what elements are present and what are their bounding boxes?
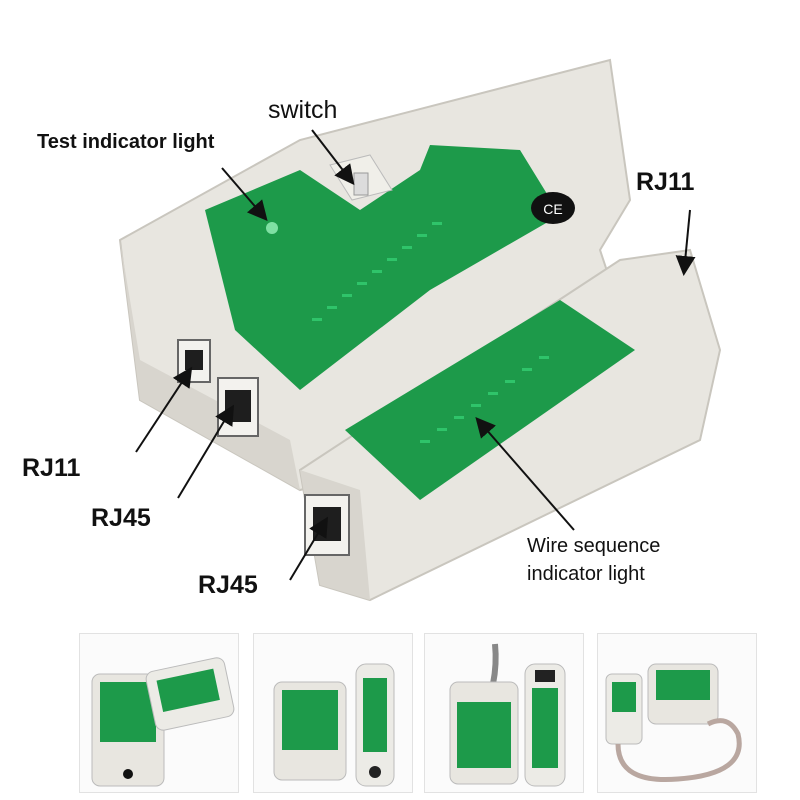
arrow-rj11-left bbox=[135, 366, 193, 453]
rj11-left-callout: RJ11 bbox=[22, 454, 81, 482]
rj45-lower-callout: RJ45 bbox=[198, 571, 258, 599]
test-indicator-light bbox=[266, 222, 278, 234]
remote-green-panel bbox=[345, 300, 635, 500]
arrow-test-light bbox=[221, 167, 268, 222]
callout-arrows bbox=[135, 129, 696, 581]
arrow-rj45-upper bbox=[177, 404, 235, 499]
test-indicator-callout: Test indicator light bbox=[37, 131, 215, 153]
ce-badge bbox=[531, 192, 575, 224]
arrow-rj11-right bbox=[675, 209, 696, 276]
master-green-panel bbox=[205, 145, 560, 390]
thumbnail-4[interactable] bbox=[597, 633, 757, 793]
thumbnail-1[interactable] bbox=[79, 633, 239, 793]
arrow-rj45-lower bbox=[289, 516, 329, 581]
remote-led-row bbox=[420, 356, 549, 443]
arrow-switch bbox=[311, 129, 355, 186]
arrow-wire-sequence bbox=[475, 416, 575, 531]
rj11-right-callout: RJ11 bbox=[636, 168, 695, 196]
switch-callout: switch bbox=[268, 96, 338, 124]
svg-text:CE: CE bbox=[543, 201, 562, 217]
thumbnail-2[interactable] bbox=[253, 633, 413, 793]
rj45-upper-callout: RJ45 bbox=[91, 504, 151, 532]
wire-sequence-callout-line1: Wire sequence bbox=[527, 535, 661, 557]
master-led-row bbox=[312, 222, 442, 321]
thumbnail-3[interactable] bbox=[424, 633, 584, 793]
rj11-port-master[interactable] bbox=[177, 339, 211, 383]
wire-sequence-callout-line2: indicator light bbox=[527, 563, 645, 585]
cable-tester-illustration: CE bbox=[118, 58, 722, 602]
